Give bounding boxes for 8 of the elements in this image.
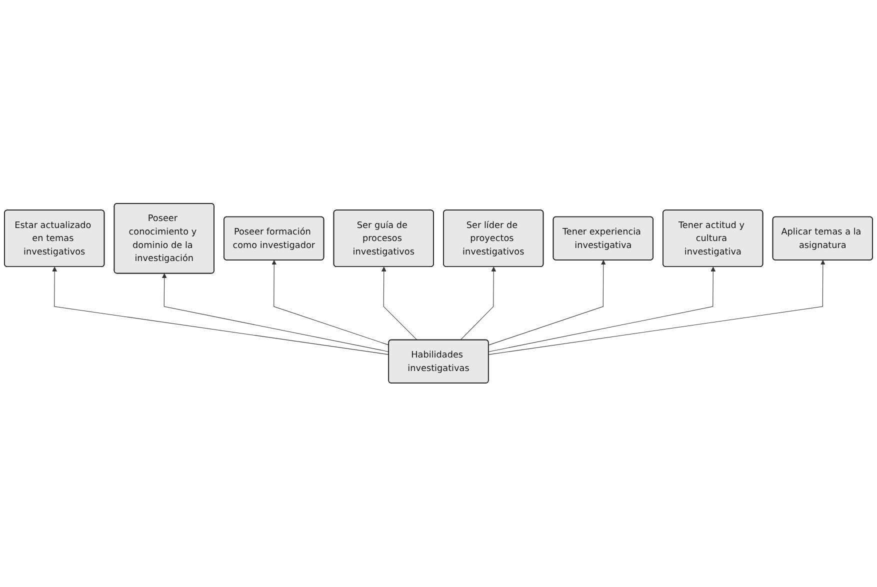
arrow xyxy=(488,260,826,356)
arrow xyxy=(272,260,390,346)
arrow xyxy=(52,266,390,356)
arrow xyxy=(381,266,418,341)
arrow xyxy=(162,274,390,352)
arrow xyxy=(488,266,716,352)
arrow xyxy=(460,266,496,341)
arrow xyxy=(488,260,606,346)
